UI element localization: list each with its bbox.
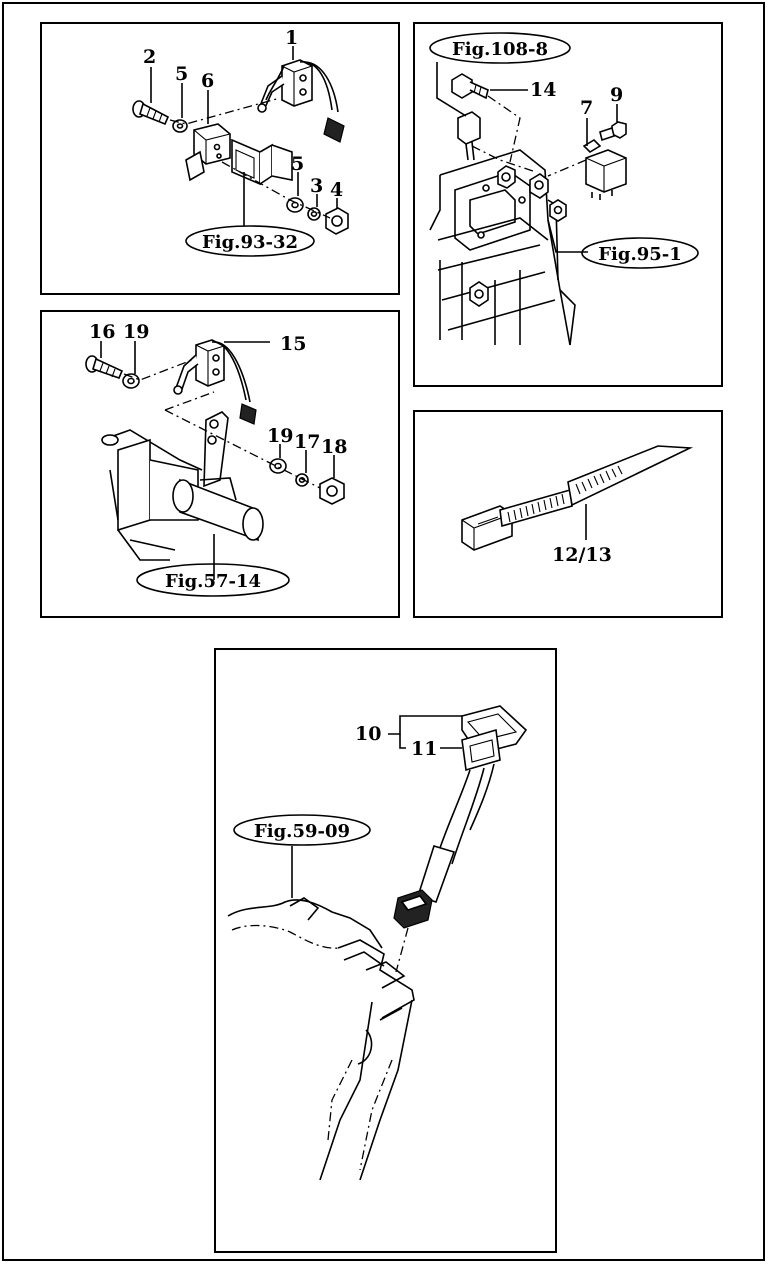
fig-ref-oval-59	[233, 814, 371, 846]
callout-9: 9	[610, 84, 623, 106]
callout-5: 5	[175, 63, 188, 85]
callout-14: 14	[530, 79, 556, 101]
callout-10: 10	[355, 723, 381, 745]
callout-5b: 5	[291, 153, 304, 175]
callout-6: 6	[201, 70, 214, 92]
callout-15: 15	[280, 333, 306, 355]
connector-10-11	[393, 705, 528, 929]
relay-7	[582, 138, 627, 200]
micro-switch-15	[173, 339, 257, 425]
micro-switch-1	[257, 59, 345, 143]
fig-ref-59-09: Fig.59-09	[254, 821, 350, 842]
callout-12-13: 12/13	[552, 544, 612, 566]
callout-19b: 19	[267, 425, 293, 447]
fig-ref-108-8: Fig.108-8	[452, 39, 548, 60]
callout-7: 7	[580, 97, 593, 119]
screw-14	[451, 73, 489, 100]
callout-1: 1	[285, 27, 298, 49]
fig-ref-oval	[185, 225, 315, 257]
panel-cable-tie	[413, 410, 723, 618]
callout-3: 3	[310, 175, 323, 197]
fig-ref-oval-57	[136, 563, 290, 597]
callout-19: 19	[123, 321, 149, 343]
fig-ref-93-32: Fig.93-32	[202, 232, 298, 253]
actuator-block-6	[185, 123, 231, 182]
connector-fig108	[457, 111, 481, 161]
callout-4: 4	[330, 179, 343, 201]
panel5-drawing	[227, 705, 528, 1181]
callout-17: 17	[294, 431, 320, 453]
machine-body	[227, 897, 415, 1181]
callout-18: 18	[321, 436, 347, 458]
callout-2: 2	[143, 46, 156, 68]
panel-switch-assembly-top	[40, 22, 400, 295]
callout-16: 16	[89, 321, 115, 343]
nut-4	[325, 207, 349, 235]
fig-ref-95-1: Fig.95-1	[598, 244, 682, 265]
panel1-drawing	[132, 46, 349, 235]
panel2-drawing	[429, 62, 627, 346]
cable-tie-12-13	[461, 445, 694, 551]
screw-2	[132, 100, 170, 126]
screw-9	[599, 121, 627, 142]
frame-nuts	[469, 165, 567, 307]
nut-18	[319, 477, 345, 505]
frame-plate	[429, 149, 576, 346]
screw-16	[85, 355, 124, 379]
shaft-bracket	[101, 411, 264, 561]
fig-ref-57-14: Fig.57-14	[165, 571, 261, 592]
mounting-bracket	[231, 138, 293, 186]
fig-ref-oval-95	[581, 237, 699, 269]
callout-11: 11	[411, 738, 437, 760]
panel3-drawing	[85, 339, 345, 580]
fig-ref-oval-108	[429, 32, 571, 64]
